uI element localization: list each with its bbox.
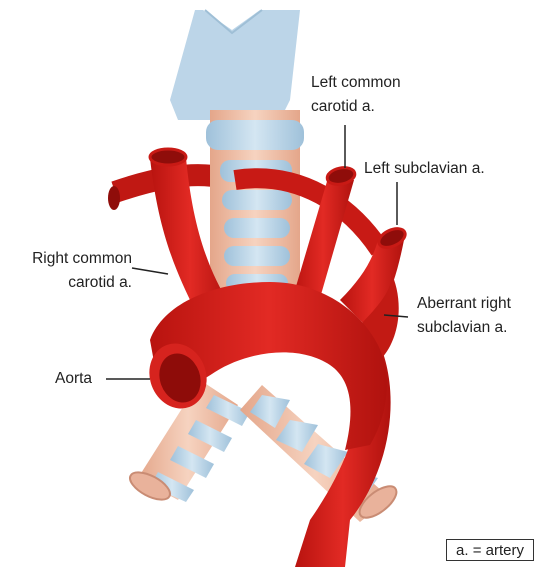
label-right-common-carotid-line1: Right common bbox=[0, 248, 132, 270]
label-right-common-carotid-line2: carotid a. bbox=[0, 272, 132, 294]
legend-box: a. = artery bbox=[446, 539, 534, 561]
label-left-common-carotid-line2: carotid a. bbox=[311, 96, 375, 118]
label-aorta: Aorta bbox=[55, 368, 92, 390]
label-aberrant-right-subclavian-line2: subclavian a. bbox=[417, 317, 507, 339]
label-aberrant-right-subclavian-line1: Aberrant right bbox=[417, 293, 511, 315]
label-left-subclavian: Left subclavian a. bbox=[364, 158, 485, 180]
leader-right-common-carotid bbox=[132, 268, 168, 274]
label-left-common-carotid-line1: Left common bbox=[311, 72, 401, 94]
